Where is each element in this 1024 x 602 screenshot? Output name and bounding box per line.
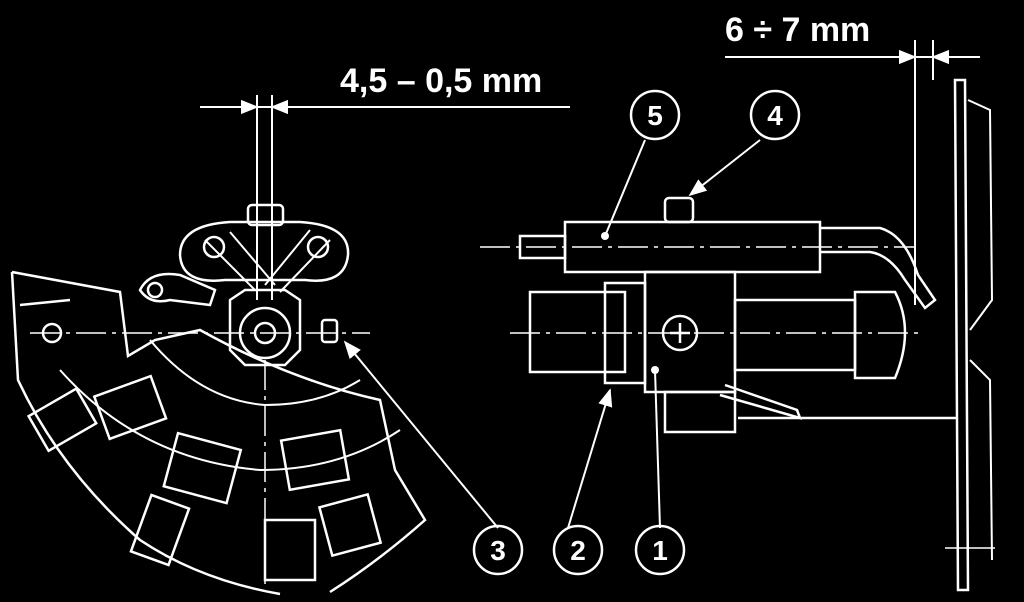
leader-1: [654, 369, 661, 529]
dim-label-right: 6 ÷ 7 mm: [725, 11, 870, 49]
phillips-screw: [661, 314, 699, 352]
ring-inner-arc: [59, 369, 401, 472]
callout-circle-3: [472, 524, 524, 576]
bracket: [178, 220, 350, 282]
leader-5-dot: [601, 232, 609, 240]
bracket-base: [663, 390, 737, 434]
dim-label-left: 4,5 – 0,5 mm: [340, 62, 542, 100]
callout-circle-5: [629, 89, 681, 141]
callout-5: 5: [647, 100, 663, 131]
ring-outline: [11, 270, 427, 594]
bracket-tab: [719, 383, 803, 420]
callout-4: 4: [767, 100, 783, 131]
adjust-screw-top: [246, 203, 285, 227]
callout-circle-1: [634, 524, 686, 576]
burner-plate: [953, 78, 970, 592]
callout-2: 2: [570, 535, 586, 566]
right-view: [480, 78, 995, 592]
callout-1: 1: [652, 535, 668, 566]
leader-3: [343, 340, 499, 529]
pipe: [528, 290, 627, 374]
left-view: [10, 95, 427, 596]
bracket-arms: [204, 229, 331, 293]
callout-circle-2: [552, 524, 604, 576]
electrode-tip: [820, 226, 937, 310]
ring-edge-detail: [19, 298, 71, 307]
ring-teeth: [26, 374, 383, 582]
phillips-cross: [670, 323, 690, 343]
burner-plate-detail: [967, 99, 994, 561]
nozzle-body: [733, 298, 857, 372]
callout-3: 3: [490, 535, 506, 566]
nozzle-tip: [853, 290, 907, 380]
leader-2: [567, 388, 613, 529]
bracket-hole-left: [202, 235, 226, 259]
leader-5: [604, 139, 646, 237]
callout-leaders: [343, 139, 761, 529]
lever: [138, 272, 217, 307]
set-screw-3: [320, 318, 339, 344]
screw-4: [663, 196, 695, 224]
callout-circle-4: [749, 89, 801, 141]
ring-hub-arc: [149, 339, 361, 407]
leader-4: [688, 139, 761, 197]
leader-1-dot: [651, 366, 659, 374]
bracket-hole-right: [306, 235, 330, 259]
ring-outer-edge: [10, 271, 281, 596]
lever-hole: [146, 281, 164, 299]
hex-nut: [228, 288, 302, 367]
right-dimension: [725, 40, 980, 305]
callout-circles: [472, 89, 801, 576]
